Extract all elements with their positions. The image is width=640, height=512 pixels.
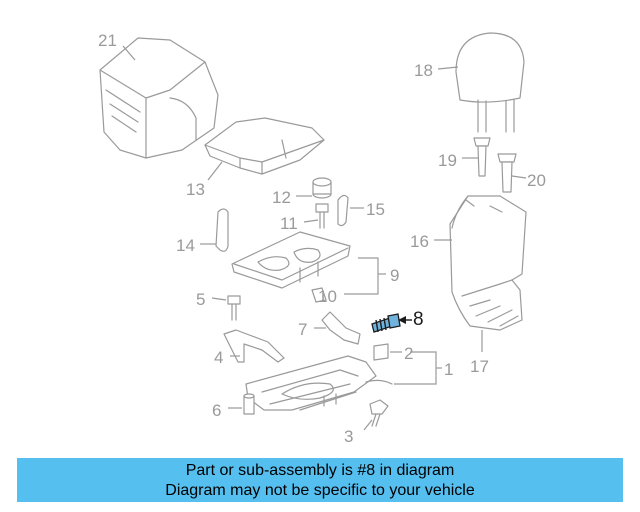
callout-12: 12 <box>272 188 291 207</box>
leader-13 <box>207 161 223 181</box>
arrow-8-icon <box>398 316 406 324</box>
callout-13: 13 <box>186 180 205 199</box>
callout-3: 3 <box>344 427 353 446</box>
leader-5 <box>211 297 227 301</box>
part-5-bolt <box>227 295 241 321</box>
part-1-seat-frame <box>245 355 393 411</box>
callout-1: 1 <box>444 360 453 379</box>
part-6-plug <box>243 393 255 415</box>
callout-14: 14 <box>176 236 195 255</box>
callout-16: 16 <box>410 232 429 251</box>
callout-19: 19 <box>438 151 457 170</box>
part-19-headrest-guide <box>473 137 491 177</box>
part-3-bolt <box>369 399 389 427</box>
part-12-cap <box>312 177 332 199</box>
part-8-bolt-highlighted <box>371 313 401 333</box>
callout-5: 5 <box>196 290 205 309</box>
part-4-bracket <box>223 329 285 363</box>
part-10-clip <box>311 287 327 303</box>
info-banner: Part or sub-assembly is #8 in diagram Di… <box>17 458 623 502</box>
callout-2: 2 <box>404 344 413 363</box>
part-15-strap <box>337 194 349 227</box>
banner-line-2: Diagram may not be specific to your vehi… <box>165 482 475 499</box>
callout-9: 9 <box>390 266 399 285</box>
leader-1 <box>394 351 437 385</box>
callout-21: 21 <box>98 31 117 50</box>
parts-diagram: 21 13 18 19 20 16 17 <box>98 31 546 446</box>
leader-18 <box>437 66 459 70</box>
callout-11: 11 <box>280 214 298 233</box>
callout-6: 6 <box>212 401 221 420</box>
leader-3 <box>363 419 373 431</box>
part-7-bracket <box>321 311 361 345</box>
leader-11 <box>303 219 319 223</box>
callout-17: 17 <box>470 357 489 376</box>
callout-15: 15 <box>366 200 385 219</box>
callout-7: 7 <box>298 320 307 339</box>
part-11-bolt <box>315 203 329 229</box>
leader-20 <box>511 175 527 179</box>
part-14-strap <box>215 208 229 252</box>
callout-20: 20 <box>527 171 546 190</box>
leader-9 <box>344 257 379 295</box>
part-21-console-box <box>99 37 219 159</box>
part-16-seat-back <box>449 195 527 331</box>
callout-4: 4 <box>214 348 223 367</box>
part-20-headrest-guide <box>497 153 517 193</box>
callout-18: 18 <box>414 61 433 80</box>
callout-8: 8 <box>413 309 424 330</box>
part-18-headrest <box>455 32 525 133</box>
part-13-armrest-lid <box>204 117 325 175</box>
leader-21 <box>122 45 136 61</box>
banner-line-1: Part or sub-assembly is #8 in diagram <box>185 462 455 479</box>
part-2-clip <box>373 343 389 361</box>
part-9-tray <box>231 231 351 289</box>
callout-10: 10 <box>318 287 337 306</box>
